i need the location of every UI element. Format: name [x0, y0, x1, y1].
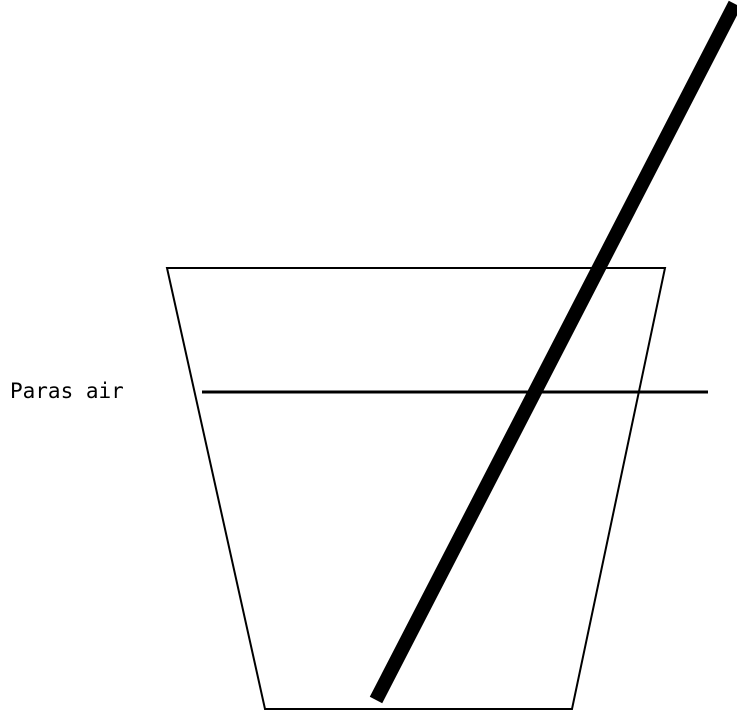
- water-level-label: Paras air: [10, 379, 124, 403]
